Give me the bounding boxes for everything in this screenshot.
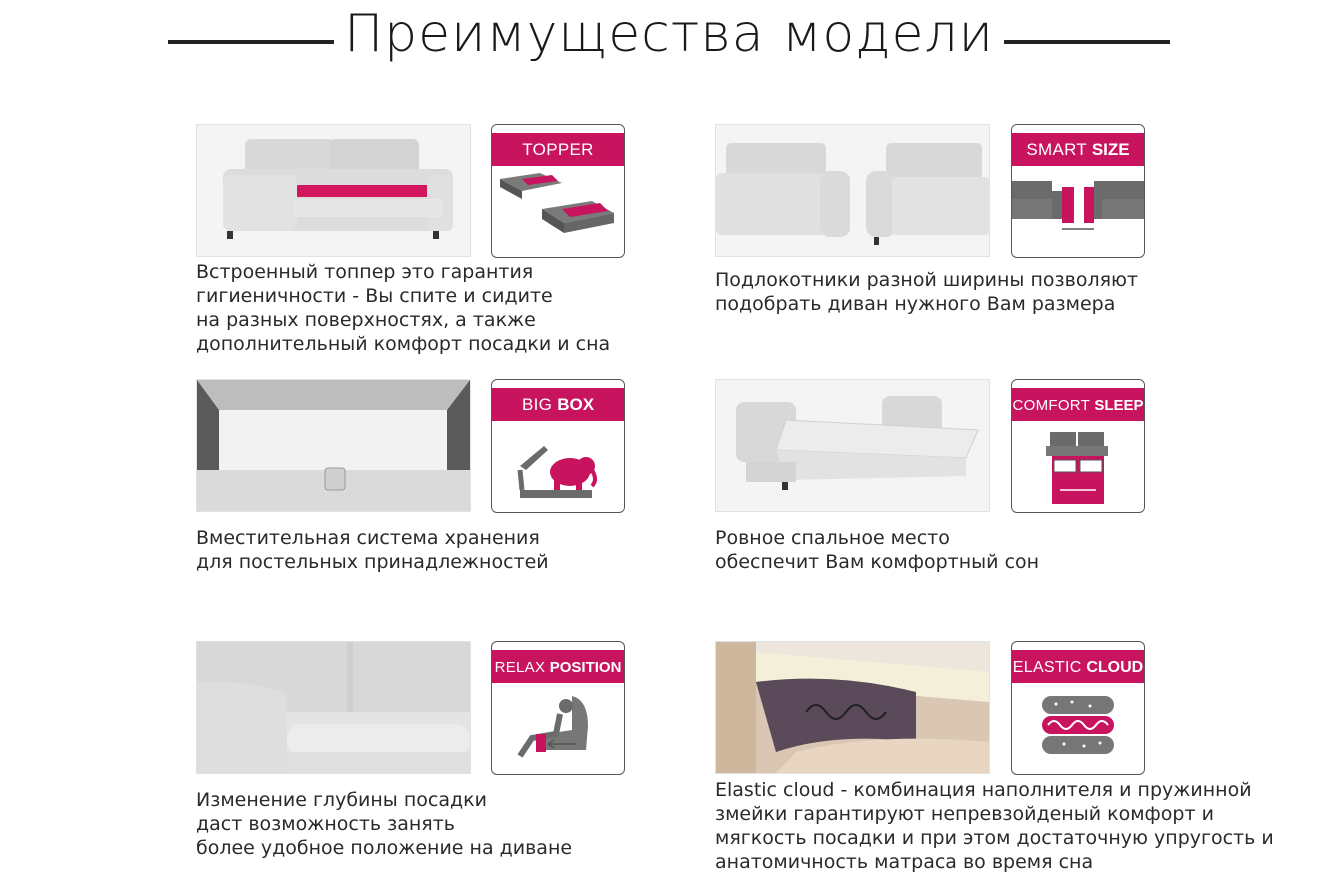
layered-cushion-icon — [1042, 696, 1114, 754]
comfort-sleep-description: Ровное спальное место обеспечит Вам комф… — [715, 527, 1040, 573]
topper-badge-label: TOPPER — [492, 133, 624, 166]
smart-size-badge: SMART SIZE — [1011, 124, 1145, 258]
big-box-description: Вместительная система хранения для посте… — [196, 527, 549, 573]
header: Преимущества модели — [0, 0, 1336, 80]
relax-position-sofa-photo — [196, 641, 471, 774]
elastic-cloud-description: Elastic cloud - комбинация наполнителя и… — [715, 779, 1274, 873]
page-title: Преимущества модели — [344, 4, 994, 64]
elastic-cloud-cutaway-photo — [715, 641, 990, 774]
reclining-person-icon — [517, 696, 588, 758]
sleeping-place-icon — [1046, 432, 1108, 504]
smart-size-sofa-photo — [715, 124, 990, 257]
title-rule-left — [168, 40, 334, 44]
topper-sofa-photo — [196, 124, 471, 257]
big-box-storage-photo — [196, 379, 471, 512]
topper-icon — [500, 173, 614, 233]
comfort-sleep-badge-label: COMFORT SLEEP — [1012, 388, 1144, 421]
topper-badge: TOPPER — [491, 124, 625, 258]
smart-size-badge-label: SMART SIZE — [1012, 133, 1144, 166]
relax-position-description: Изменение глубины посадки даст возможнос… — [196, 789, 573, 859]
smart-size-description: Подлокотники разной ширины позволяют под… — [715, 269, 1139, 315]
relax-position-badge-label: RELAX POSITION — [492, 650, 624, 683]
big-box-badge: BIG BOX — [491, 379, 625, 513]
title-rule-right — [1004, 40, 1170, 44]
relax-position-badge: RELAX POSITION — [491, 641, 625, 775]
comfort-sleep-badge: COMFORT SLEEP — [1011, 379, 1145, 513]
comfort-sleep-bed-photo — [715, 379, 990, 512]
elastic-cloud-badge-label: ELASTIC CLOUD — [1012, 650, 1144, 683]
elastic-cloud-badge: ELASTIC CLOUD — [1011, 641, 1145, 775]
armrest-size-icon — [1012, 181, 1144, 230]
big-box-badge-label: BIG BOX — [492, 388, 624, 421]
storage-box-elephant-icon — [517, 446, 597, 498]
topper-description: Встроенный топпер это гарантия гигиеничн… — [196, 261, 611, 355]
